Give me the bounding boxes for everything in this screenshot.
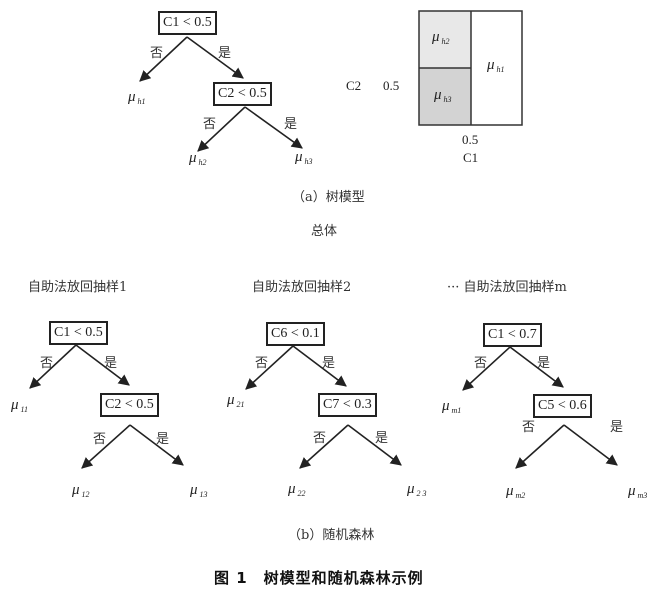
edge-label-no: 否 (150, 46, 164, 61)
caption-b: （b）随机森林 (288, 528, 375, 543)
t1-root-node: C1 < 0.5 (49, 321, 108, 345)
edge-label-no: 否 (474, 356, 488, 371)
t2-edge-root-no (245, 345, 294, 390)
axis-label-c2: C2 (346, 78, 362, 93)
tm-root-node: C1 < 0.7 (483, 323, 542, 347)
t1-edge-root-no (29, 344, 77, 389)
edge-label-yes: 是 (104, 356, 118, 371)
edge-child-yes (244, 106, 303, 149)
tree-child-node: C2 < 0.5 (213, 82, 272, 106)
population-label: 总体 (311, 224, 338, 239)
edge-label-yes: 是 (284, 117, 298, 132)
bootstrap-label-2: 自助法放回抽样2 (252, 280, 352, 295)
t2-edge-child-yes (347, 424, 402, 466)
tree-root-node: C1 < 0.5 (158, 11, 217, 35)
tm-edge-root-yes (509, 346, 564, 388)
t1-edge-child-no (81, 424, 131, 469)
edge-label-yes: 是 (610, 420, 624, 435)
region-h1 (471, 11, 522, 125)
edge-root-yes (186, 36, 244, 79)
tm-edge-root-no (462, 346, 511, 391)
bootstrap-label-m: ··· 自助法放回抽样m (447, 280, 567, 295)
region-h3 (419, 68, 471, 125)
edge-label-yes: 是 (375, 431, 389, 446)
split-value-c2: 0.5 (383, 78, 400, 93)
edge-label-no: 否 (255, 356, 269, 371)
edge-label-no: 否 (40, 356, 54, 371)
t1-child-node: C2 < 0.5 (100, 393, 159, 417)
t1-edge-root-yes (75, 344, 130, 386)
edge-label-no: 否 (522, 420, 536, 435)
edge-label-yes: 是 (218, 46, 232, 61)
edge-label-no: 否 (93, 432, 107, 447)
t2-edge-child-no (299, 424, 349, 469)
tm-edge-child-yes (563, 424, 618, 466)
edge-label-yes: 是 (156, 432, 170, 447)
edge-root-no (139, 36, 188, 82)
t2-child-node: C7 < 0.3 (318, 393, 377, 417)
edge-child-no (197, 106, 246, 152)
axis-label-c1: C1 (463, 150, 479, 165)
t1-edge-child-yes (129, 424, 184, 466)
caption-a: （a）树模型 (292, 190, 365, 205)
figure-title: 图 1 树模型和随机森林示例 (214, 569, 424, 587)
edge-label-yes: 是 (322, 356, 336, 371)
t2-edge-root-yes (292, 345, 347, 387)
t2-root-node: C6 < 0.1 (266, 322, 325, 346)
region-h2 (419, 11, 471, 68)
edge-label-no: 否 (203, 117, 217, 132)
tm-edge-child-no (515, 424, 565, 469)
bootstrap-label-1: 自助法放回抽样1 (28, 280, 128, 295)
edge-label-no: 否 (313, 431, 327, 446)
tm-child-node: C5 < 0.6 (533, 394, 592, 418)
split-value-c1: 0.5 (462, 132, 479, 147)
edge-label-yes: 是 (537, 356, 551, 371)
